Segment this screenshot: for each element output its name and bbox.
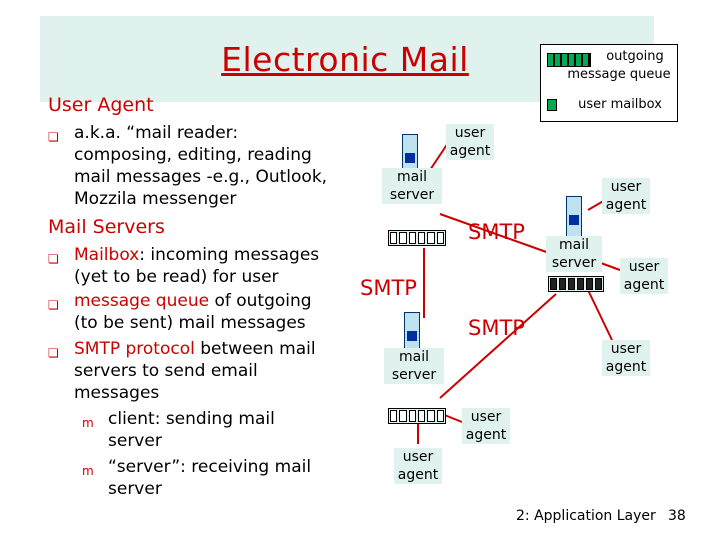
ms-bullet-2: ❏ message queue of outgoing (to be sent)… [48, 290, 312, 334]
smtp-label-3: SMTP [468, 316, 525, 340]
user-agent-heading: User Agent [48, 94, 154, 116]
user-agent-5-line1: user [470, 409, 502, 425]
sub-bullet-icon: m [82, 416, 94, 430]
legend: outgoing message queue user mailbox [540, 44, 678, 122]
user-agent-3-line1: user [628, 259, 660, 275]
mail-server-1-line2: server [389, 187, 435, 203]
ms-bullet-1: ❏ Mailbox: incoming messages (yet to be … [48, 244, 319, 288]
ms-sub-bullet-1-line2: server [108, 431, 162, 451]
user-agent-2-line1: user [610, 179, 642, 195]
bullet-icon: ❏ [48, 298, 59, 312]
mail-server-3-line2: server [391, 367, 437, 383]
user-agent-6-line2: agent [397, 467, 439, 483]
mail-server-1-queue-icon [388, 230, 446, 246]
footer-text: 2: Application Layer [516, 508, 656, 524]
ms-bullet-1-line1: Mailbox: incoming messages [74, 244, 319, 266]
link-server3-server2 [439, 293, 557, 399]
mailbox-def: : incoming messages [139, 245, 320, 265]
queue-term: message queue [74, 291, 210, 311]
ms-sub-bullet-2-line2: server [108, 479, 162, 499]
legend-queue-icon [547, 53, 591, 67]
mail-server-3-queue-icon [388, 408, 446, 424]
ms-sub-bullet-2: m “server”: receiving mail server [82, 456, 312, 500]
user-agent-4-line2: agent [605, 359, 647, 375]
mail-server-1-line1: mail [397, 169, 427, 185]
mail-servers-heading: Mail Servers [48, 216, 165, 238]
ms-bullet-3: ❏ SMTP protocol between mail servers to … [48, 338, 316, 404]
legend-mailbox-label: user mailbox [578, 97, 662, 112]
smtp-term: SMTP protocol [74, 339, 195, 359]
user-agent-3-line2: agent [623, 277, 665, 293]
user-agent-4-line1: user [610, 341, 642, 357]
user-agent-2-line2: agent [605, 197, 647, 213]
mail-server-2-line2: server [551, 255, 597, 271]
user-agent-4-label: user agent [602, 340, 650, 376]
bullet-icon: ❏ [48, 252, 59, 266]
smtp-label-1: SMTP [468, 220, 525, 244]
mail-server-3-line1: mail [399, 349, 429, 365]
legend-queue-label-line1: outgoing [606, 49, 664, 64]
ms-sub-bullet-1-line1: client: sending mail [108, 409, 275, 429]
mail-server-2-queue-icon [548, 276, 604, 292]
legend-queue-label: outgoing [593, 49, 677, 65]
mail-server-2-label: mail server [546, 236, 602, 272]
mail-server-2-line1: mail [559, 237, 589, 253]
ua-bullet-1-line1: a.k.a. “mail reader: [74, 123, 239, 143]
legend-mailbox-icon [547, 99, 557, 111]
ua-bullet-1: ❏ a.k.a. “mail reader: composing, editin… [48, 122, 328, 210]
queue-def: of outgoing [209, 291, 312, 311]
user-agent-5-label: user agent [462, 408, 510, 444]
ms-bullet-3-line3: messages [74, 383, 160, 403]
ms-bullet-3-line1: SMTP protocol between mail [74, 338, 316, 360]
user-agent-5-line2: agent [465, 427, 507, 443]
mailbox-term: Mailbox [74, 245, 140, 265]
bullet-icon: ❏ [48, 130, 59, 144]
user-agent-1-label: user agent [446, 124, 494, 160]
mail-server-2-tower-icon [566, 196, 582, 238]
mail-server-1-label: mail server [382, 168, 442, 204]
user-agent-2-label: user agent [602, 178, 650, 214]
ms-sub-bullet-2-line1: “server”: receiving mail [108, 457, 312, 477]
sub-bullet-icon: m [82, 464, 94, 478]
user-agent-3-label: user agent [620, 258, 668, 294]
ua-bullet-1-line4: Mozzila messenger [74, 189, 237, 209]
mail-server-3-label: mail server [384, 348, 444, 384]
smtp-def: between mail [194, 339, 316, 359]
user-agent-6-line1: user [402, 449, 434, 465]
link-server1-server2 [439, 213, 553, 255]
page-number: 38 [668, 508, 686, 524]
ms-bullet-2-line2: (to be sent) mail messages [74, 313, 306, 333]
ua-bullet-1-line2: composing, editing, reading [74, 145, 312, 165]
ua-bullet-1-line3: mail messages -e.g., Outlook, [74, 167, 328, 187]
user-agent-1-line1: user [454, 125, 486, 141]
user-agent-1-line2: agent [449, 143, 491, 159]
link-server2-ua-c [587, 289, 613, 341]
ms-bullet-1-line2: (yet to be read) for user [74, 267, 279, 287]
ms-bullet-2-line1: message queue of outgoing [74, 290, 312, 312]
smtp-label-2: SMTP [360, 276, 417, 300]
ms-bullet-3-line2: servers to send email [74, 361, 258, 381]
bullet-icon: ❏ [48, 346, 59, 360]
slide-title: Electronic Mail [221, 40, 469, 79]
legend-queue-label-line2: message queue [567, 67, 671, 82]
ms-sub-bullet-1: m client: sending mail server [82, 408, 275, 452]
user-agent-6-label: user agent [394, 448, 442, 484]
